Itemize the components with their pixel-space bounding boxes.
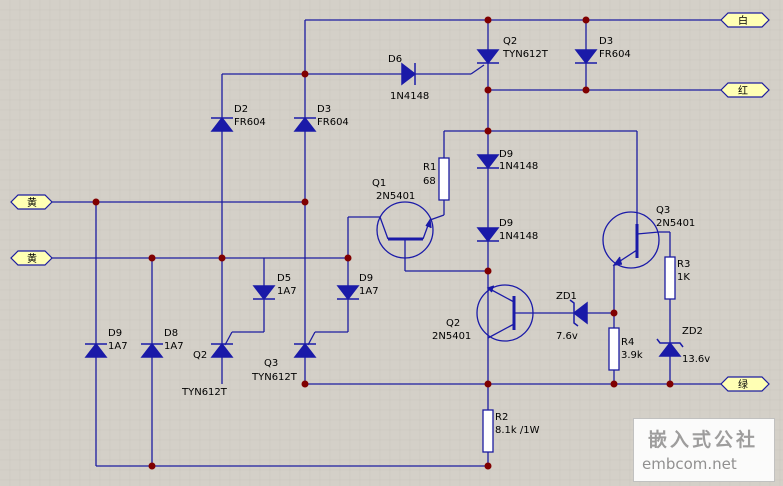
label-d5-value: 1A7 xyxy=(277,286,297,297)
watermark: 嵌入式公社 embcom.net xyxy=(633,418,775,482)
label-d3mid-ref: D3 xyxy=(317,104,331,115)
zeners xyxy=(569,299,684,357)
diode-d9-left xyxy=(84,342,108,358)
scr-q2-bottom xyxy=(210,342,234,358)
label-d3top-value: FR604 xyxy=(599,49,631,60)
label-d8-value: 1A7 xyxy=(164,341,184,352)
label-d9c-value: 1A7 xyxy=(359,286,379,297)
watermark-cn: 嵌入式公社 xyxy=(648,429,759,451)
transistor-q3-pnp xyxy=(602,205,660,269)
diode-d9-1a7 xyxy=(336,285,360,301)
diodes xyxy=(84,49,598,358)
label-zd1-value: 7.6v xyxy=(556,331,578,342)
label-q2scr-value: TYN612T xyxy=(181,387,228,398)
scr-q3-bottom xyxy=(293,342,317,358)
label-d9c-ref: D9 xyxy=(359,273,373,284)
label-zd2-value: 13.6v xyxy=(682,354,710,365)
label-r2-value: 8.1k /1W xyxy=(495,425,540,436)
port-green-label: 绿 xyxy=(738,378,748,391)
label-q2pnp-ref: Q2 xyxy=(446,318,460,329)
label-d9a-ref: D9 xyxy=(499,149,513,160)
scr-q2-top xyxy=(476,49,500,65)
transistor-q1 xyxy=(376,201,434,259)
diode-d8 xyxy=(140,342,164,358)
label-d9b-value: 1N4148 xyxy=(499,231,538,242)
labels: D6 1N4148 Q2 TYN612T D3 FR604 D2 FR604 D… xyxy=(108,36,710,436)
diode-d3-top xyxy=(574,49,598,65)
port-red-label: 红 xyxy=(738,84,748,97)
zener-zd2 xyxy=(656,338,684,357)
label-q3scr-ref: Q3 xyxy=(264,358,278,369)
label-q2pnp-value: 2N5401 xyxy=(432,331,471,342)
port-red[interactable]: 红 xyxy=(720,82,770,98)
label-q3r-ref: Q3 xyxy=(656,205,670,216)
label-q3r-value: 2N5401 xyxy=(656,218,695,229)
port-yellow-2[interactable]: 黄 xyxy=(10,250,53,266)
label-d3top-ref: D3 xyxy=(599,36,613,47)
zener-zd1 xyxy=(569,299,588,327)
diode-d5 xyxy=(252,285,276,301)
label-r3-ref: R3 xyxy=(677,259,690,270)
label-r4-value: 3.9k xyxy=(621,350,643,361)
port-yellow-2-label: 黄 xyxy=(27,252,37,265)
label-d3mid-value: FR604 xyxy=(317,117,349,128)
label-d9left-ref: D9 xyxy=(108,328,122,339)
port-yellow-1[interactable]: 黄 xyxy=(10,194,53,210)
transistors xyxy=(376,201,660,342)
label-d8-ref: D8 xyxy=(164,328,178,339)
ports: 白 红 黄 黄 绿 xyxy=(10,12,770,392)
label-q1-value: 2N5401 xyxy=(376,191,415,202)
label-r3-value: 1K xyxy=(677,272,690,283)
label-zd1-ref: ZD1 xyxy=(556,291,577,302)
label-q2scr-ref: Q2 xyxy=(193,350,207,361)
port-white[interactable]: 白 xyxy=(720,12,770,28)
resistor-r1 xyxy=(438,157,450,201)
transistor-q2-pnp xyxy=(476,284,540,342)
label-d2-ref: D2 xyxy=(234,104,248,115)
label-d6-ref: D6 xyxy=(388,54,402,65)
diode-d2 xyxy=(210,116,234,132)
diode-d9-upper xyxy=(476,154,500,170)
scrs xyxy=(210,49,500,358)
resistor-r4 xyxy=(608,327,620,371)
resistor-r2 xyxy=(482,409,494,453)
label-d9a-value: 1N4148 xyxy=(499,161,538,172)
resistor-r3 xyxy=(664,256,676,300)
watermark-en: embcom.net xyxy=(642,455,737,473)
junctions xyxy=(92,16,674,470)
label-q3scr-value: TYN612T xyxy=(251,372,298,383)
label-d9left-value: 1A7 xyxy=(108,341,128,352)
label-q2top-ref: Q2 xyxy=(503,36,517,47)
label-zd2-ref: ZD2 xyxy=(682,326,703,337)
diode-d3-mid xyxy=(293,116,317,132)
label-d9b-ref: D9 xyxy=(499,218,513,229)
label-d5-ref: D5 xyxy=(277,273,291,284)
label-q2top-value: TYN612T xyxy=(502,49,549,60)
label-r2-ref: R2 xyxy=(495,412,508,423)
label-r1-value: 68 xyxy=(423,176,436,187)
label-d2-value: FR604 xyxy=(234,117,266,128)
resistors xyxy=(438,157,676,453)
label-d6-value: 1N4148 xyxy=(390,91,429,102)
label-r4-ref: R4 xyxy=(621,337,634,348)
diode-d6 xyxy=(401,62,417,86)
port-green[interactable]: 绿 xyxy=(720,376,770,392)
label-r1-ref: R1 xyxy=(423,162,436,173)
label-q1-ref: Q1 xyxy=(372,178,386,189)
port-white-label: 白 xyxy=(738,14,748,27)
port-yellow-1-label: 黄 xyxy=(27,196,37,209)
diode-d9-lower xyxy=(476,227,500,243)
